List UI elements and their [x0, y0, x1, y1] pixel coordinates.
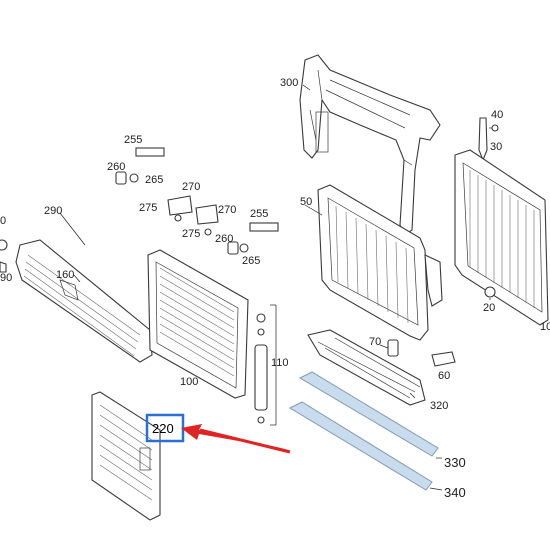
clip-60 — [431, 351, 456, 367]
condenser-100 — [147, 249, 249, 399]
shutter-220 — [91, 391, 161, 521]
shutter-160 — [15, 239, 153, 363]
label-265b: 265 — [242, 255, 260, 267]
label-340: 340 — [444, 485, 466, 500]
label-160: 160 — [56, 269, 74, 281]
bracket-270-275-a — [167, 195, 193, 222]
label-300: 300 — [280, 77, 298, 89]
red-arrow-icon — [181, 424, 291, 454]
label-50: 50 — [300, 196, 312, 208]
clip-260-265-a — [115, 171, 139, 185]
label-260a: 260 — [107, 161, 125, 173]
label-60: 60 — [438, 370, 450, 382]
label-70: 70 — [369, 336, 381, 348]
label-20: 20 — [483, 302, 495, 314]
label-270b: 270 — [218, 204, 236, 216]
label-290: 290 — [44, 205, 62, 217]
label-275a: 275 — [139, 202, 157, 214]
label-320: 320 — [430, 400, 448, 412]
bracket-255-a — [135, 147, 165, 157]
label-255a: 255 — [124, 134, 142, 146]
label-260b: 260 — [215, 233, 233, 245]
label-100: 100 — [180, 376, 198, 388]
label-255b: 255 — [250, 208, 268, 220]
label-90: 90 — [0, 272, 12, 284]
label-265a: 265 — [145, 174, 163, 186]
label-10: 10 — [540, 321, 550, 333]
clip-70 — [387, 339, 399, 357]
condenser-50 — [317, 184, 443, 341]
air-guide-320 — [307, 329, 426, 406]
duct-330 — [298, 371, 439, 457]
partial-part-left — [0, 239, 8, 273]
bracket-255-b — [249, 222, 279, 232]
leader-lines — [59, 84, 491, 491]
label-40: 40 — [491, 109, 503, 121]
label-220: 220 — [152, 421, 174, 436]
label-30: 30 — [490, 141, 502, 153]
bracket-40-30 — [478, 117, 499, 162]
label-270a: 270 — [182, 181, 200, 193]
bracket-270-b — [195, 204, 219, 236]
label-0a: 0 — [0, 215, 6, 227]
duct-340 — [288, 401, 433, 491]
clip-260-265-b — [227, 241, 249, 255]
dryer-110 — [254, 304, 277, 426]
label-330: 330 — [444, 455, 466, 470]
label-110: 110 — [271, 357, 289, 369]
label-275b: 275 — [182, 228, 200, 240]
radiator-10 — [454, 149, 549, 326]
